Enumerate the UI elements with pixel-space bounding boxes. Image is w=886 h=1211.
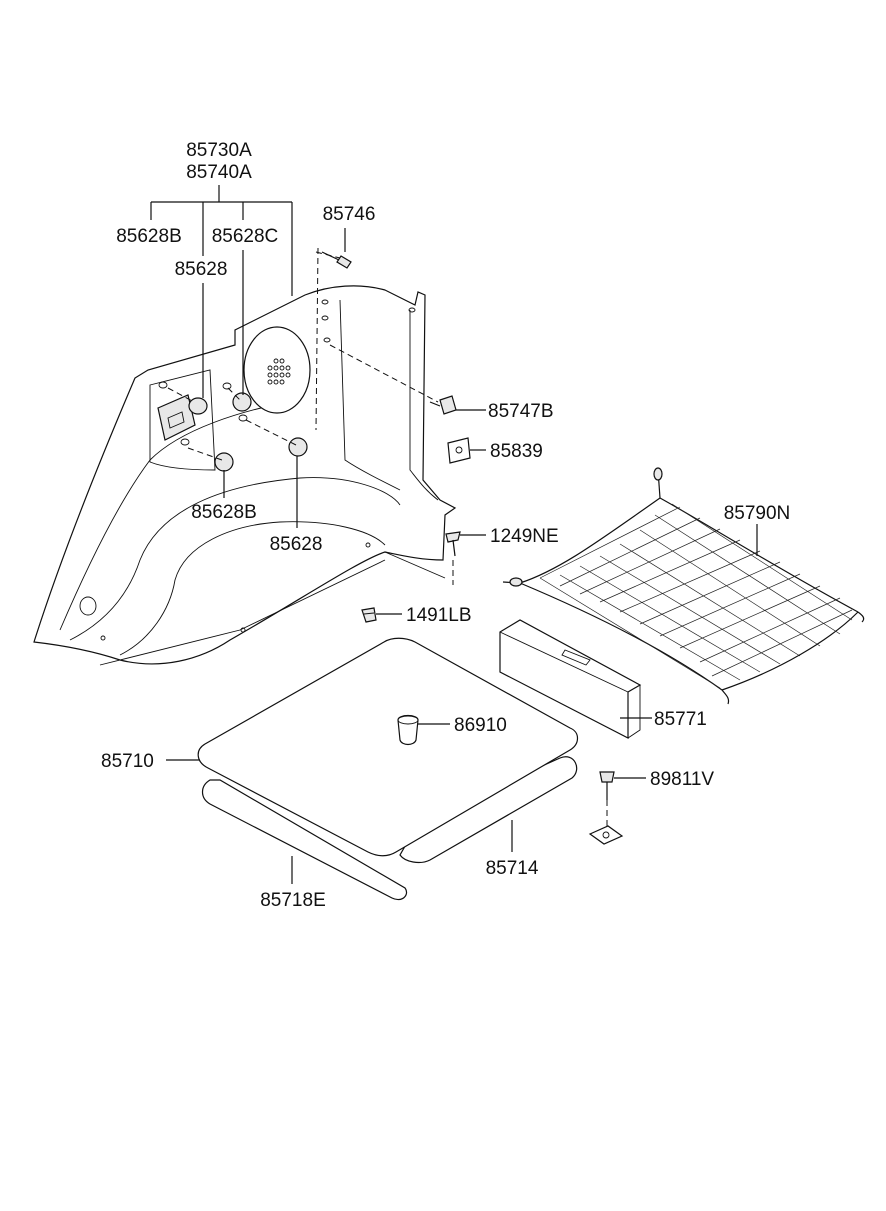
floor-board-85710 — [197, 637, 579, 857]
label-89811V: 89811V — [650, 769, 714, 790]
speaker-grille-holes — [267, 358, 291, 385]
grommet-clips — [167, 387, 308, 472]
label-1249NE: 1249NE — [490, 526, 559, 547]
label-85628-top: 85628 — [175, 259, 228, 280]
floor-board-85714 — [399, 756, 578, 864]
label-85747B: 85747B — [488, 401, 554, 422]
label-85628B-top: 85628B — [116, 226, 182, 247]
label-85628B-bottom: 85628B — [191, 502, 257, 523]
nut-85839 — [447, 437, 471, 464]
luggage-net — [502, 467, 865, 705]
label-85710: 85710 — [101, 751, 154, 772]
net-mesh — [539, 503, 853, 689]
label-85628-bottom: 85628 — [270, 534, 323, 555]
fastener-86910 — [397, 714, 419, 746]
quarter-trim-panel — [33, 285, 457, 666]
cover-85771 — [499, 619, 642, 739]
label-86910: 86910 — [454, 715, 507, 736]
label-85730A: 85730A — [186, 140, 252, 161]
label-85628C: 85628C — [212, 226, 279, 247]
label-85718E: 85718E — [260, 890, 326, 911]
leader-lines — [150, 185, 758, 884]
clip-1491LB — [361, 607, 377, 623]
screw-89811V — [599, 771, 615, 800]
nut-89811V — [588, 825, 624, 845]
floor-board-85718E — [201, 779, 408, 901]
label-85740A: 85740A — [186, 162, 252, 183]
clip-85747B — [429, 395, 457, 415]
label-85771: 85771 — [654, 709, 707, 730]
label-85714: 85714 — [486, 858, 539, 879]
part-labels: 85730A 85740A 85628B 85628C 85746 85628 … — [101, 140, 790, 911]
label-85839: 85839 — [490, 441, 543, 462]
label-85746: 85746 — [323, 204, 376, 225]
label-85790N: 85790N — [724, 503, 791, 524]
screw-1249NE — [445, 531, 461, 557]
label-1491LB: 1491LB — [406, 605, 472, 626]
